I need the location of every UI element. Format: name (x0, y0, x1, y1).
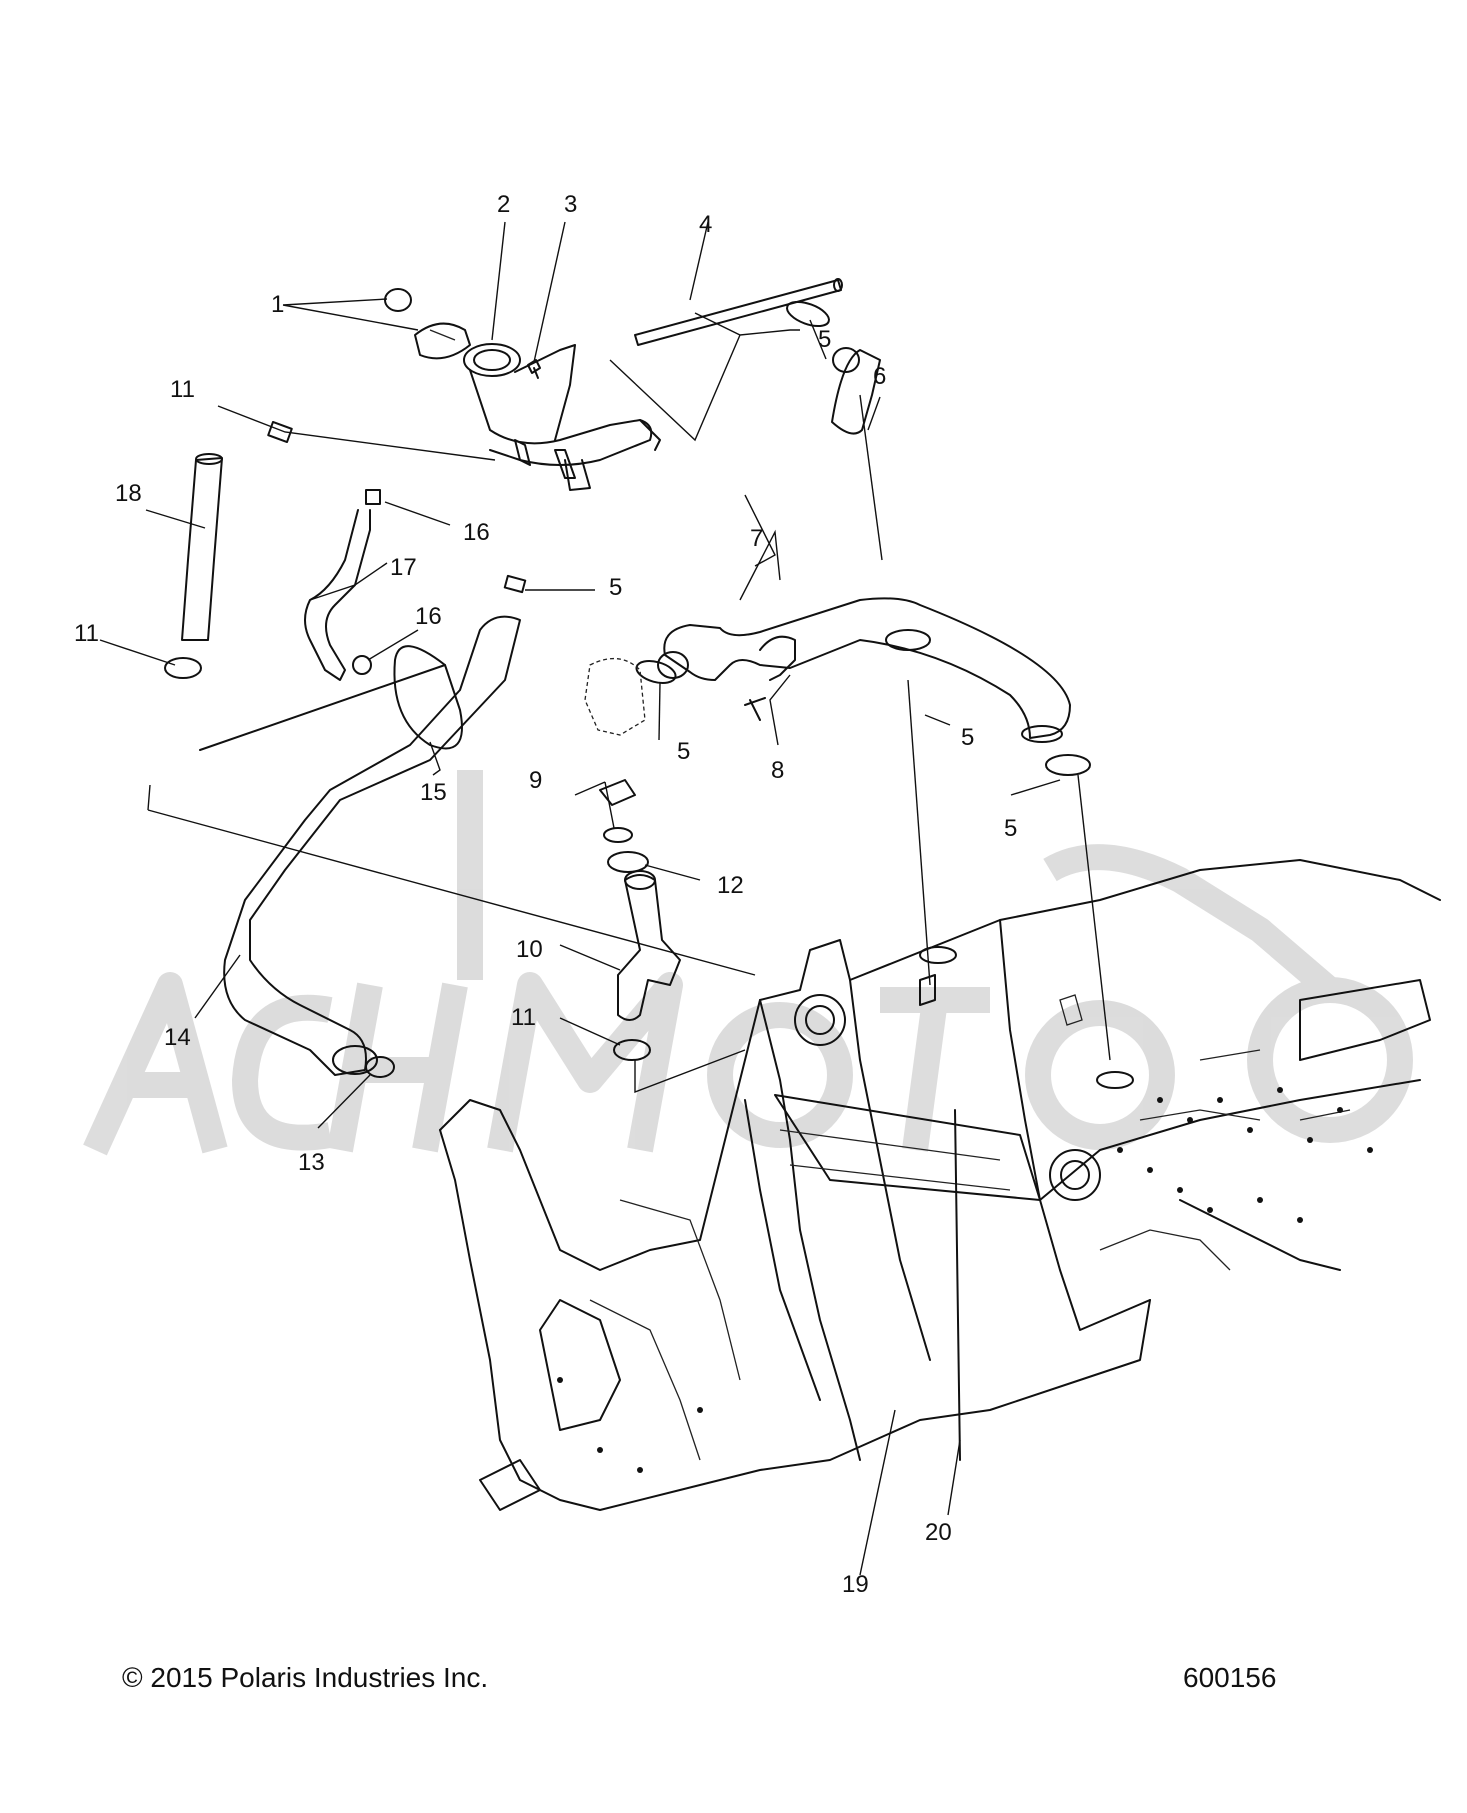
callout-5-top: 5 (818, 326, 831, 353)
thermostat-part-9 (584, 658, 646, 843)
p-clamp-part-8 (744, 635, 796, 721)
callout-7: 7 (750, 525, 763, 552)
callout-6: 6 (873, 363, 886, 390)
bleed-hose-part-17 (304, 509, 371, 681)
leader-lines (99, 221, 1111, 1576)
radiator-hose-part-7 (657, 597, 1071, 743)
coolant-bottle-part-2 (463, 343, 661, 491)
elbow-hose-part-6 (831, 347, 881, 435)
callout-15: 15 (420, 779, 447, 806)
callout-10: 10 (516, 936, 543, 963)
callout-17: 17 (390, 554, 417, 581)
long-hose-part-14 (223, 615, 521, 1076)
callout-9: 9 (529, 767, 542, 794)
callout-1: 1 (271, 291, 284, 318)
callout-5-right: 5 (961, 724, 974, 751)
callout-11-left: 11 (74, 620, 99, 647)
callout-19: 19 (842, 1571, 869, 1598)
callout-5-far-right: 5 (1004, 815, 1017, 842)
callout-8: 8 (771, 757, 784, 784)
callout-16-mid: 16 (415, 603, 442, 630)
vent-tube-part-4 (634, 278, 843, 346)
strap-part-15 (199, 645, 463, 751)
callout-16-top: 16 (463, 519, 490, 546)
callout-5-mid: 5 (609, 574, 622, 601)
callout-11-bottom: 11 (511, 1004, 536, 1031)
callout-4: 4 (699, 211, 712, 238)
radiator-cap-part-1 (384, 288, 471, 360)
hose-part-18 (181, 453, 223, 641)
callout-11-top: 11 (170, 376, 195, 403)
figure-id: 600156 (1183, 1662, 1277, 1693)
hose-clamps-part-11 (164, 421, 651, 1061)
hose-clamp-part-12 (607, 851, 649, 873)
callout-18: 18 (115, 480, 142, 507)
callout-3: 3 (564, 191, 577, 218)
callout-2: 2 (497, 191, 510, 218)
radiator-part-19 (774, 1094, 1041, 1201)
screw-part-3 (527, 359, 541, 379)
plugs-part-16 (352, 489, 381, 675)
hose-clamps-part-5 (503, 300, 1091, 776)
callout-12: 12 (717, 872, 744, 899)
callout-20: 20 (925, 1519, 952, 1546)
support-rod-part-20 (954, 1109, 961, 1461)
callout-5-hose: 5 (677, 738, 690, 765)
chassis-frame (439, 859, 1441, 1511)
callout-14: 14 (164, 1024, 191, 1051)
callout-13: 13 (298, 1149, 325, 1176)
copyright-text: © 2015 Polaris Industries Inc. (122, 1662, 489, 1693)
watermark-logo (83, 770, 1413, 1156)
callout-labels: 1 2 3 4 5 5 5 5 5 6 7 8 9 10 11 11 11 12… (74, 191, 1017, 1598)
